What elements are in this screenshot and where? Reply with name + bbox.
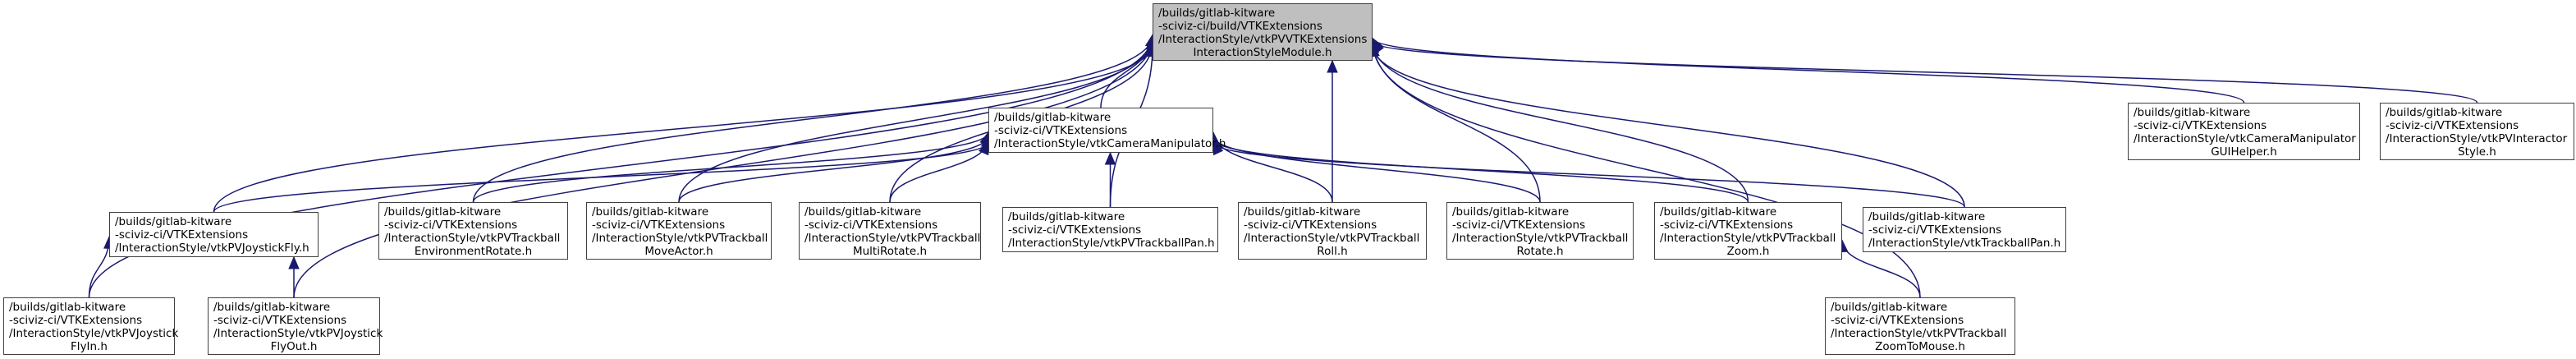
edge-pvpan-to-camman xyxy=(1104,151,1116,207)
arrowhead-icon xyxy=(1212,141,1224,156)
node-label-line: /builds/gitlab-kitware xyxy=(804,205,922,219)
node-label-line: MultiRotate.h xyxy=(852,245,928,258)
node-root[interactable]: /builds/gitlab-kitware-sciviz-ci/build/V… xyxy=(1153,3,1373,61)
node-label-line: /builds/gitlab-kitware xyxy=(9,301,126,314)
node-label-line: -sciviz-ci/build/VTKExtensions xyxy=(1158,20,1322,33)
node-label-line: /InteractionStyle/vtkPVTrackball xyxy=(1452,232,1629,245)
node-label-line: ZoomToMouse.h xyxy=(1875,340,1965,353)
node-pv-joystick-fly-in[interactable]: /builds/gitlab-kitware-sciviz-ci/VTKExte… xyxy=(3,297,179,355)
node-label-line: Rotate.h xyxy=(1516,245,1564,258)
node-label-line: -sciviz-ci/VTKExtensions xyxy=(994,124,1128,137)
node-label-line: /InteractionStyle/vtkTrackballPan.h xyxy=(1868,237,2061,250)
node-label-line: -sciviz-ci/VTKExtensions xyxy=(1831,314,1964,327)
node-label-line: -sciviz-ci/VTKExtensions xyxy=(9,314,143,327)
node-label-line: /InteractionStyle/vtkPVJoystickFly.h xyxy=(115,242,309,255)
node-label-line: -sciviz-ci/VTKExtensions xyxy=(1868,223,2002,237)
node-label-line: -sciviz-ci/VTKExtensions xyxy=(384,219,518,232)
node-label-line: FlyIn.h xyxy=(71,340,108,353)
node-label-line: /InteractionStyle/vtkCameraManipulator.h xyxy=(994,137,1226,150)
node-pv-joystick-fly-out[interactable]: /builds/gitlab-kitware-sciviz-ci/VTKExte… xyxy=(208,297,383,355)
node-label-line: /builds/gitlab-kitware xyxy=(384,205,502,219)
node-label-line: InteractionStyleModule.h xyxy=(1193,46,1332,59)
node-pv-trackball-zoom-to-mouse[interactable]: /builds/gitlab-kitware-sciviz-ci/VTKExte… xyxy=(1825,297,2015,355)
node-label-line: /InteractionStyle/vtkPVJoystick xyxy=(213,327,383,340)
arrowhead-icon xyxy=(1104,151,1116,165)
arrowhead-icon xyxy=(288,255,300,269)
node-vtk-trackball-pan[interactable]: /builds/gitlab-kitware-sciviz-ci/VTKExte… xyxy=(1863,207,2066,252)
node-label-line: /InteractionStyle/vtkPVJoystick xyxy=(9,327,179,340)
node-label-line: /InteractionStyle/vtkPVInteractor xyxy=(2386,132,2568,145)
node-label-line: /builds/gitlab-kitware xyxy=(213,301,331,314)
node-label-line: /builds/gitlab-kitware xyxy=(1452,205,1570,219)
node-pv-joystick-fly[interactable]: /builds/gitlab-kitware-sciviz-ci/VTKExte… xyxy=(109,212,319,257)
node-label-line: GUIHelper.h xyxy=(2211,145,2277,159)
node-pv-trackball-zoom[interactable]: /builds/gitlab-kitware-sciviz-ci/VTKExte… xyxy=(1654,202,1842,260)
node-label-line: /builds/gitlab-kitware xyxy=(1158,7,1276,20)
node-label-line: /builds/gitlab-kitware xyxy=(115,215,232,228)
edge-envrotate-to-camman xyxy=(472,131,991,203)
node-pv-trackball-rotate[interactable]: /builds/gitlab-kitware-sciviz-ci/VTKExte… xyxy=(1446,202,1634,260)
edge-flyout-to-joystickfly xyxy=(288,255,300,297)
node-label-line: /builds/gitlab-kitware xyxy=(1244,205,1361,219)
edge-vtkpan-to-root xyxy=(1368,44,1965,208)
edge-interactorstyle-to-root xyxy=(1372,40,2478,104)
edge-zoom-to-camman xyxy=(1212,138,1749,203)
edge-guihelper-to-root xyxy=(1372,37,2245,104)
node-label-line: Roll.h xyxy=(1317,245,1348,258)
node-label-line: /InteractionStyle/vtkPVTrackball xyxy=(1831,327,2007,340)
node-label-line: /builds/gitlab-kitware xyxy=(1831,301,1948,314)
edge-vtkpan-to-camman xyxy=(1212,141,1965,208)
node-label-line: /InteractionStyle/vtkPVTrackball xyxy=(1244,232,1420,245)
node-label-line: -sciviz-ci/VTKExtensions xyxy=(592,219,726,232)
arrowhead-icon xyxy=(1327,59,1338,73)
node-camera-manipulator-gui-helper[interactable]: /builds/gitlab-kitware-sciviz-ci/VTKExte… xyxy=(2128,103,2360,160)
node-label-line: Zoom.h xyxy=(1726,245,1770,258)
node-label-line: /InteractionStyle/vtkPVTrackball xyxy=(1660,232,1836,245)
node-label-line: FlyOut.h xyxy=(270,340,318,353)
node-label-line: /InteractionStyle/vtkPVTrackball xyxy=(384,232,561,245)
node-label-line: /builds/gitlab-kitware xyxy=(592,205,709,219)
edge-roll-to-camman xyxy=(1208,131,1333,203)
node-label-line: /InteractionStyle/vtkCameraManipulator xyxy=(2134,132,2356,145)
node-label-line: /builds/gitlab-kitware xyxy=(1868,210,1986,223)
node-label-line: MoveActor.h xyxy=(644,245,713,258)
node-label-line: -sciviz-ci/VTKExtensions xyxy=(115,228,249,242)
node-label-line: -sciviz-ci/VTKExtensions xyxy=(213,314,347,327)
node-label-line: -sciviz-ci/VTKExtensions xyxy=(2134,119,2267,132)
node-label-line: /builds/gitlab-kitware xyxy=(2386,106,2503,119)
node-label-line: /InteractionStyle/vtkPVVTKExtensions xyxy=(1158,33,1368,46)
node-label-line: /builds/gitlab-kitware xyxy=(1660,205,1777,219)
edge-roll-to-root xyxy=(1327,59,1338,202)
node-label-line: Style.h xyxy=(2458,145,2496,159)
node-label-line: -sciviz-ci/VTKExtensions xyxy=(2386,119,2519,132)
node-pv-interactor-style[interactable]: /builds/gitlab-kitware-sciviz-ci/VTKExte… xyxy=(2380,103,2574,160)
node-pv-trackball-roll[interactable]: /builds/gitlab-kitware-sciviz-ci/VTKExte… xyxy=(1238,202,1427,260)
edge-rotate-to-camman xyxy=(1210,135,1541,203)
node-label-line: /InteractionStyle/vtkPVTrackball xyxy=(804,232,981,245)
node-pv-trackball-multi-rotate[interactable]: /builds/gitlab-kitware-sciviz-ci/VTKExte… xyxy=(799,202,981,260)
node-label-line: -sciviz-ci/VTKExtensions xyxy=(1452,219,1586,232)
node-pv-trackball-environment-rotate[interactable]: /builds/gitlab-kitware-sciviz-ci/VTKExte… xyxy=(378,202,568,260)
node-pv-trackball-pan[interactable]: /builds/gitlab-kitware-sciviz-ci/VTKExte… xyxy=(1002,207,1218,252)
node-label-line: /InteractionStyle/vtkPVTrackball xyxy=(592,232,768,245)
node-label-line: /builds/gitlab-kitware xyxy=(994,111,1112,124)
node-label-line: -sciviz-ci/VTKExtensions xyxy=(1008,223,1142,237)
node-pv-trackball-move-actor[interactable]: /builds/gitlab-kitware-sciviz-ci/VTKExte… xyxy=(586,202,772,260)
node-label-line: -sciviz-ci/VTKExtensions xyxy=(1660,219,1794,232)
node-camera-manipulator[interactable]: /builds/gitlab-kitware-sciviz-ci/VTKExte… xyxy=(988,108,1226,153)
node-label-line: /builds/gitlab-kitware xyxy=(2134,106,2251,119)
node-label-line: EnvironmentRotate.h xyxy=(414,245,533,258)
node-label-line: /builds/gitlab-kitware xyxy=(1008,210,1125,223)
node-label-line: -sciviz-ci/VTKExtensions xyxy=(1244,219,1377,232)
node-label-line: /InteractionStyle/vtkPVTrackballPan.h xyxy=(1008,237,1215,250)
node-label-line: -sciviz-ci/VTKExtensions xyxy=(804,219,938,232)
